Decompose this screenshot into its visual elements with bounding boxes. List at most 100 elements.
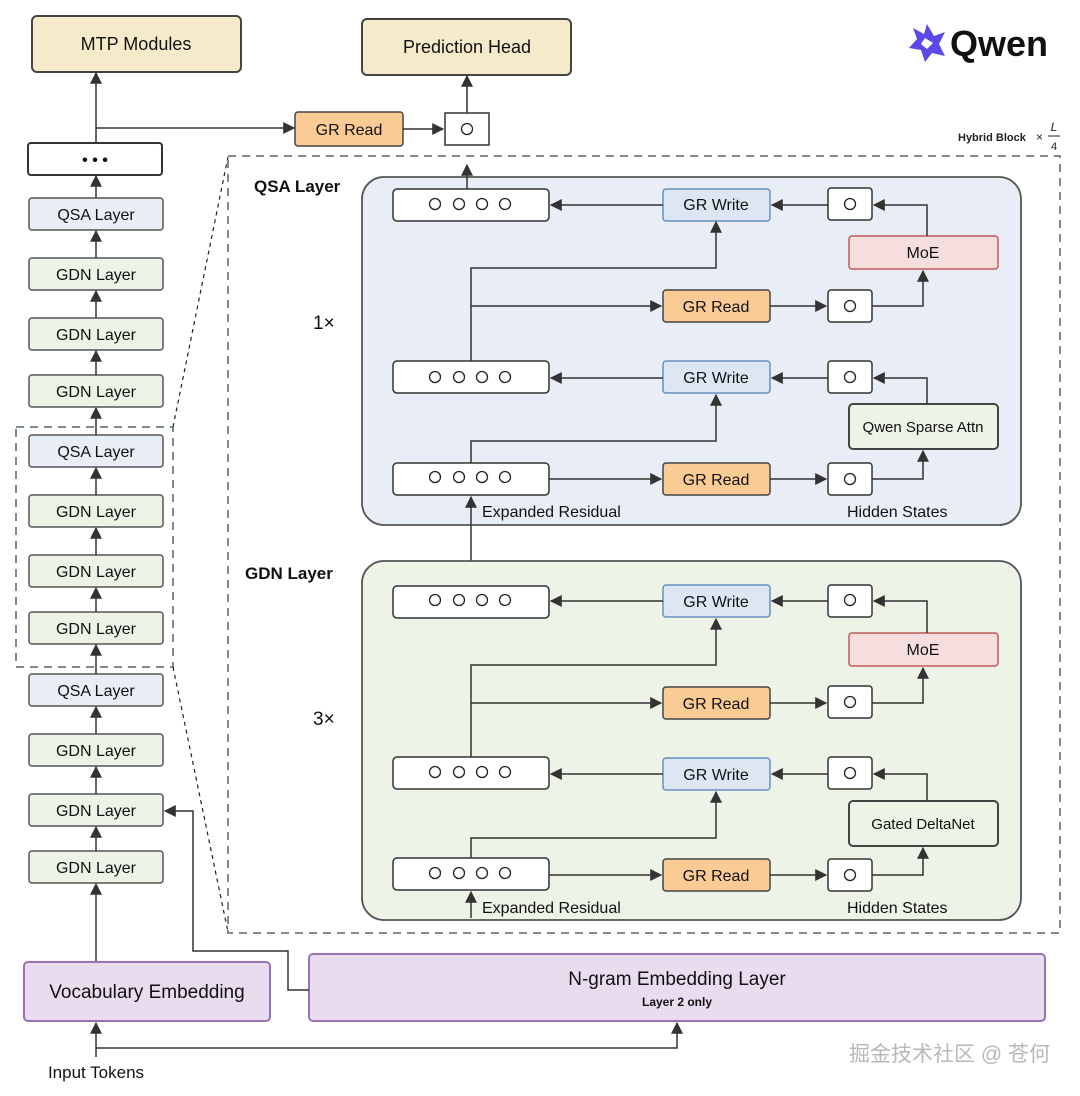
gdn-hidden-state xyxy=(827,685,873,719)
prediction-head-label: Prediction Head xyxy=(403,37,531,57)
gdn-attention-box: Gated DeltaNet xyxy=(848,800,999,847)
gdn-hidden-state xyxy=(827,756,873,790)
qsa-attention-box: Qwen Sparse Attn xyxy=(848,403,999,450)
svg-text:GR Write: GR Write xyxy=(683,370,749,387)
svg-text:GR Write: GR Write xyxy=(683,197,749,214)
stack-layer: GDN Layer xyxy=(28,494,164,528)
svg-text:GR Read: GR Read xyxy=(683,472,750,489)
svg-text:QSA Layer: QSA Layer xyxy=(57,444,135,461)
svg-text:GR Write: GR Write xyxy=(683,594,749,611)
qsa-hidden-states-label: Hidden States xyxy=(847,504,948,521)
gdn-gr-read-bottom: GR Read xyxy=(662,858,771,892)
stack-layer: GDN Layer xyxy=(28,317,164,351)
hybrid-block-times: × xyxy=(1036,130,1043,144)
qsa-gr-read-bottom: GR Read xyxy=(662,462,771,496)
svg-text:Gated DeltaNet: Gated DeltaNet xyxy=(871,816,975,833)
svg-text:GDN Layer: GDN Layer xyxy=(56,860,137,877)
stack-layer: GDN Layer xyxy=(28,793,164,827)
svg-text:GR Read: GR Read xyxy=(316,122,383,139)
gdn-gr-read-mid: GR Read xyxy=(662,686,771,720)
qsa-residual-top xyxy=(392,188,550,222)
top-hidden-state xyxy=(444,112,490,146)
hybrid-block-numerator: L xyxy=(1051,120,1058,134)
svg-text:GR Read: GR Read xyxy=(683,696,750,713)
stack-layer: QSA Layer xyxy=(28,197,164,231)
gdn-hidden-state xyxy=(827,858,873,892)
qsa-panel-title: QSA Layer xyxy=(254,177,341,196)
svg-text:GDN Layer: GDN Layer xyxy=(56,564,137,581)
stack-ellipsis-box: • • • xyxy=(27,142,163,176)
stack-layer: GDN Layer xyxy=(28,257,164,291)
ngram-embedding-label: N-gram Embedding Layer xyxy=(568,969,786,990)
stack-ellipsis: • • • xyxy=(82,152,108,169)
watermark: 掘金技术社区 @ 苍何 xyxy=(849,1043,1050,1066)
svg-text:GDN Layer: GDN Layer xyxy=(56,384,137,401)
vocabulary-embedding-box: Vocabulary Embedding xyxy=(23,961,271,1022)
gdn-hidden-states-label: Hidden States xyxy=(847,900,948,917)
svg-text:GR Read: GR Read xyxy=(683,299,750,316)
gdn-gr-write-top: GR Write xyxy=(662,584,771,618)
qsa-repeat: 1× xyxy=(313,313,335,334)
top-gr-read: GR Read xyxy=(294,111,404,147)
mtp-modules-label: MTP Modules xyxy=(81,34,192,54)
qsa-residual-mid xyxy=(392,360,550,394)
svg-text:Qwen Sparse Attn: Qwen Sparse Attn xyxy=(863,419,984,436)
vocabulary-embedding-label: Vocabulary Embedding xyxy=(49,982,244,1003)
gdn-residual-bottom xyxy=(392,857,550,891)
svg-text:GDN Layer: GDN Layer xyxy=(56,621,137,638)
svg-text:GR Read: GR Read xyxy=(683,868,750,885)
qsa-expanded-residual-label: Expanded Residual xyxy=(482,504,621,521)
stack-arrows xyxy=(90,71,296,962)
svg-text:GDN Layer: GDN Layer xyxy=(56,327,137,344)
gdn-repeat: 3× xyxy=(313,709,335,730)
qsa-hidden-state xyxy=(827,360,873,394)
svg-text:GDN Layer: GDN Layer xyxy=(56,803,137,820)
svg-text:MoE: MoE xyxy=(907,245,940,262)
svg-text:GDN Layer: GDN Layer xyxy=(56,267,137,284)
zoom-line-top xyxy=(172,156,229,428)
gdn-residual-mid xyxy=(392,756,550,790)
prediction-head-box: Prediction Head xyxy=(361,18,572,76)
qwen-logo: Qwen xyxy=(909,23,1048,64)
qsa-gr-write-top: GR Write xyxy=(662,188,771,222)
gdn-gr-write-bottom: GR Write xyxy=(662,757,771,791)
stack-layer: GDN Layer xyxy=(28,611,164,645)
hybrid-block-frame xyxy=(227,155,1061,934)
qsa-hidden-state xyxy=(827,289,873,323)
hybrid-block-label: Hybrid Block × L 4 xyxy=(958,120,1060,153)
qsa-hidden-state xyxy=(827,187,873,221)
hybrid-block-denominator: 4 xyxy=(1051,141,1057,153)
stack-layer: GDN Layer xyxy=(28,850,164,884)
stack-layer: QSA Layer xyxy=(28,434,164,468)
zoom-line-bottom xyxy=(172,666,229,933)
qsa-connectors xyxy=(461,163,929,485)
qsa-hidden-state xyxy=(827,462,873,496)
stack-layer: GDN Layer xyxy=(28,733,164,767)
hybrid-block-text: Hybrid Block xyxy=(958,132,1027,144)
ngram-embedding-box: N-gram Embedding Layer Layer 2 only xyxy=(308,953,1046,1022)
qsa-residual-bottom xyxy=(392,462,550,496)
qwen-star-icon xyxy=(909,24,945,62)
bottom-connectors xyxy=(90,805,683,1057)
qsa-gr-read-mid: GR Read xyxy=(662,289,771,323)
gdn-expanded-residual-label: Expanded Residual xyxy=(482,900,621,917)
input-tokens-label: Input Tokens xyxy=(48,1063,144,1082)
stack-layer: GDN Layer xyxy=(28,554,164,588)
svg-text:GDN Layer: GDN Layer xyxy=(56,743,137,760)
stack-highlight-frame xyxy=(15,426,174,668)
svg-text:QSA Layer: QSA Layer xyxy=(57,683,135,700)
stack-layer: QSA Layer xyxy=(28,673,164,707)
svg-text:GDN Layer: GDN Layer xyxy=(56,504,137,521)
gdn-residual-top xyxy=(392,585,550,619)
gdn-moe-box: MoE xyxy=(848,632,999,667)
ngram-embedding-note: Layer 2 only xyxy=(642,995,712,1009)
gdn-panel-title: GDN Layer xyxy=(245,564,333,583)
svg-text:GR Write: GR Write xyxy=(683,767,749,784)
qsa-gr-write-bottom: GR Write xyxy=(662,360,771,394)
gdn-connectors xyxy=(465,595,929,918)
gdn-hidden-state xyxy=(827,584,873,618)
stack-layer: GDN Layer xyxy=(28,374,164,408)
mtp-modules-box: MTP Modules xyxy=(31,15,242,73)
svg-text:QSA Layer: QSA Layer xyxy=(57,207,135,224)
